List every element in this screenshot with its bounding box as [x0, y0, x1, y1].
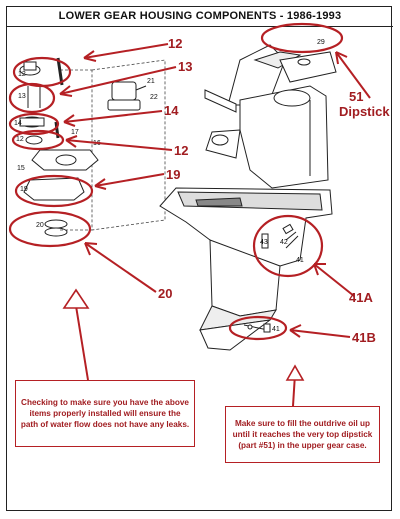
- dipstick-note: Make sure to fill the outdrive oil up un…: [225, 406, 380, 463]
- callout-12-lower: 12: [174, 143, 188, 158]
- callout-20: 20: [158, 286, 172, 301]
- callout-13: 13: [178, 59, 192, 74]
- part-label-12: 12: [18, 71, 26, 78]
- part-label-41: 41: [296, 257, 304, 264]
- callout-51-label: Dipstick: [339, 104, 390, 119]
- callout-12-top: 12: [168, 36, 182, 51]
- part-label-21: 21: [147, 78, 155, 85]
- drain-screw-41b: [243, 323, 271, 333]
- up-arrow-left: [62, 288, 90, 309]
- part-label-12b: 12: [16, 136, 24, 143]
- part-label-15: 15: [17, 165, 25, 172]
- part-label-22: 22: [150, 94, 158, 101]
- highlight-20: [8, 210, 92, 248]
- callout-51: 51: [349, 89, 363, 104]
- up-arrow-right: [285, 364, 305, 381]
- highlight-13: [8, 82, 56, 114]
- highlight-41a: [252, 214, 324, 278]
- highlight-51: [260, 22, 344, 54]
- part-label-43: 43: [260, 239, 268, 246]
- part-label-42: 42: [280, 239, 288, 246]
- part-label-19: 19: [20, 186, 28, 193]
- part-label-14: 14: [14, 120, 22, 127]
- part-label-20: 20: [36, 222, 44, 229]
- callout-41b: 41B: [352, 330, 376, 345]
- water-flow-note: Checking to make sure you have the above…: [15, 380, 195, 447]
- highlight-41b: [228, 315, 288, 341]
- part-label-41b: 41: [272, 326, 280, 333]
- part-label-17: 17: [71, 129, 79, 136]
- callout-14: 14: [164, 103, 179, 118]
- highlight-12-lower: [11, 129, 65, 151]
- part-label-13: 13: [18, 93, 26, 100]
- pump-components: [19, 57, 147, 237]
- highlight-ellipses: [8, 22, 344, 341]
- diagram-title: LOWER GEAR HOUSING COMPONENTS - 1986-199…: [7, 7, 393, 27]
- upper-gear-case: [204, 44, 337, 189]
- highlight-14: [8, 112, 60, 136]
- callout-41a: 41A: [349, 290, 373, 305]
- callout-19: 19: [166, 167, 180, 182]
- highlight-19: [14, 174, 94, 208]
- part-label-29: 29: [317, 39, 325, 46]
- hollow-up-arrows: [62, 288, 305, 381]
